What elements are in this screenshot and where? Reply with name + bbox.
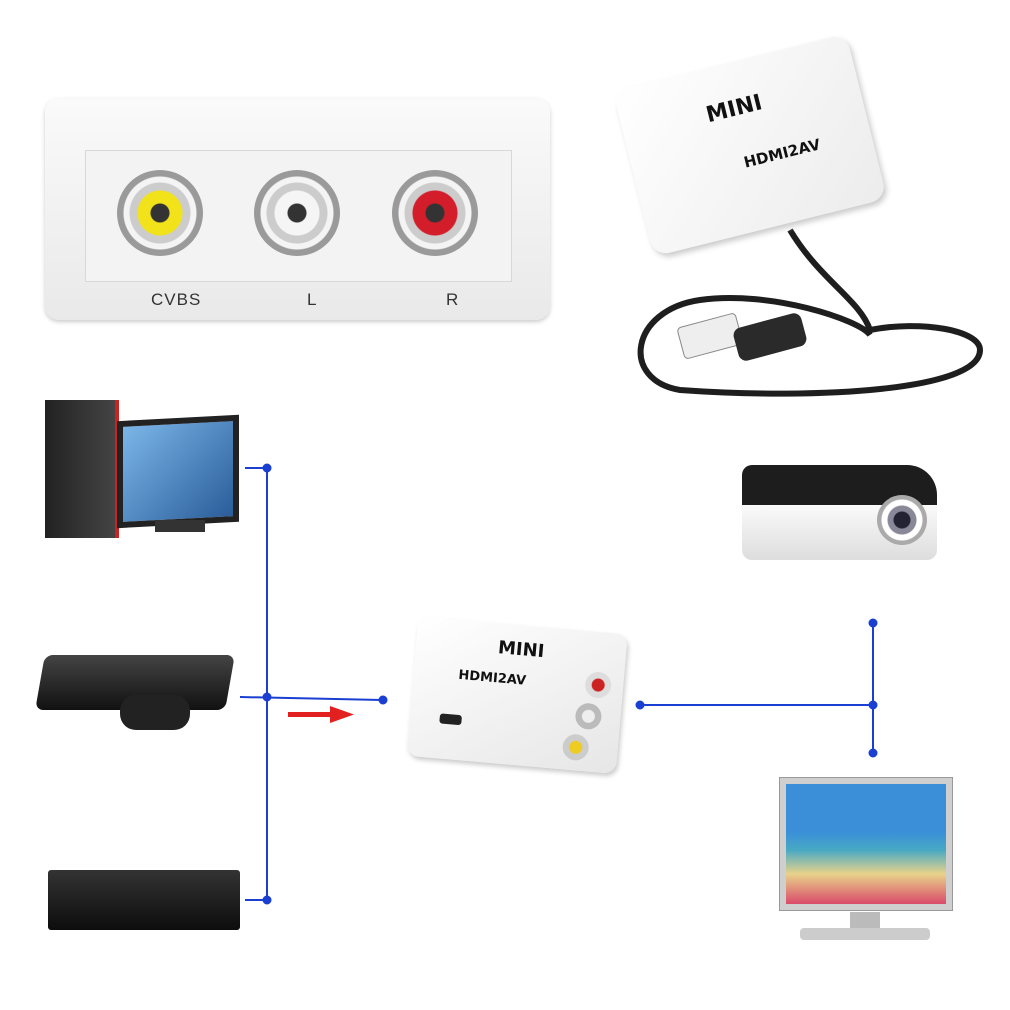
right-audio-jack xyxy=(392,170,478,256)
r-label: R xyxy=(446,290,460,309)
set-top-box-icon xyxy=(48,870,240,930)
game-console-icon xyxy=(35,640,235,735)
usb-cable xyxy=(637,228,984,397)
television-icon xyxy=(780,778,952,948)
projector-icon xyxy=(742,455,940,570)
av-jack-panel: CVBS L R xyxy=(45,98,550,320)
desktop-computer-icon xyxy=(45,400,239,540)
red-arrow xyxy=(288,706,354,723)
cvbs-label: CVBS xyxy=(151,290,202,309)
cvbs-jack xyxy=(117,170,203,256)
left-audio-jack xyxy=(254,170,340,256)
l-label: L xyxy=(307,290,318,309)
